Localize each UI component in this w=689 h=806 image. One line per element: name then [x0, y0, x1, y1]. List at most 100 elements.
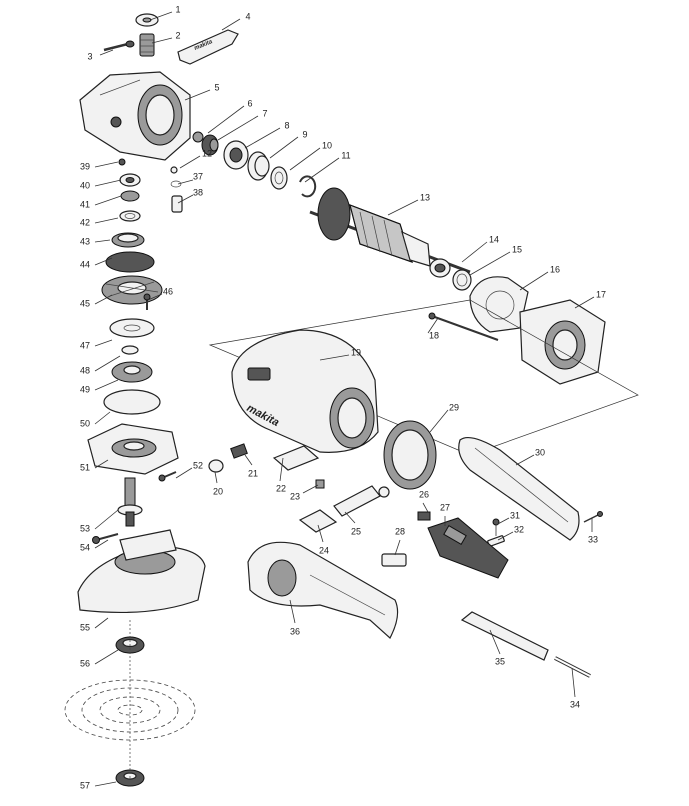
part-callout-19: 19: [351, 347, 361, 357]
part-callout-23: 23: [290, 491, 300, 501]
part-49-bearing: [111, 361, 153, 383]
leader-line: [495, 517, 510, 526]
part-callout-31: 31: [510, 510, 520, 520]
leader-line: [94, 355, 121, 372]
part-13-armature: [309, 187, 471, 274]
leader-line: [289, 599, 296, 624]
part-51-bearing-box: [87, 423, 179, 475]
leader-line: [319, 354, 350, 361]
leader-line: [515, 454, 535, 466]
leader-line: [149, 11, 173, 21]
leader-line: [177, 179, 194, 185]
part-callout-13: 13: [420, 192, 430, 202]
part-callout-32: 32: [514, 524, 524, 534]
leader-line: [221, 18, 241, 31]
part-44-gear: [105, 251, 155, 273]
part-34-cord: [554, 656, 591, 678]
leader-line: [214, 471, 218, 484]
part-callout-36: 36: [290, 626, 300, 636]
part-29-ring: [383, 420, 437, 490]
leader-line: [304, 157, 340, 183]
part-callout-6: 6: [247, 98, 252, 108]
part-callout-55: 55: [80, 622, 90, 632]
part-36-rear-handle: [247, 541, 399, 639]
leader-line: [574, 296, 595, 309]
leader-line: [497, 531, 514, 541]
leader-line: [394, 539, 401, 556]
part-callout-9: 9: [302, 129, 307, 139]
leader-line: [422, 502, 429, 513]
leader-line: [147, 293, 163, 301]
leader-line: [94, 339, 113, 347]
part-callout-49: 49: [80, 384, 90, 394]
part-callout-45: 45: [80, 298, 90, 308]
part-callout-26: 26: [419, 489, 429, 499]
part-callout-28: 28: [395, 526, 405, 536]
part-6-nut: [192, 131, 204, 143]
leader-line: [427, 317, 439, 334]
leader-line: [179, 155, 201, 169]
part-callout-44: 44: [80, 259, 90, 269]
part-callout-22: 22: [276, 483, 286, 493]
part-4-cover: makita: [177, 29, 239, 65]
leader-line: [269, 136, 299, 159]
part-callout-46: 46: [163, 286, 173, 296]
part-callout-38: 38: [193, 187, 203, 197]
part-callout-7: 7: [262, 108, 267, 118]
part-callout-54: 54: [80, 542, 90, 552]
part-20-carbon-cap: [208, 459, 224, 473]
part-15-ring: [452, 269, 472, 291]
leader-line: [207, 105, 245, 134]
part-callout-3: 3: [87, 51, 92, 61]
leader-line: [344, 511, 356, 524]
part-35-strain-relief: [460, 611, 549, 661]
part-2-spring: [139, 33, 155, 57]
leader-line: [94, 217, 119, 224]
leader-line: [317, 524, 324, 543]
leader-line: [387, 199, 419, 216]
leader-line: [151, 37, 173, 44]
part-callout-17: 17: [596, 289, 606, 299]
part-callout-25: 25: [351, 526, 361, 536]
part-16-baffle-plate: [469, 276, 529, 333]
leader-line: [244, 454, 253, 466]
part-callout-1: 1: [175, 4, 180, 14]
leader-line: [461, 241, 488, 263]
part-callout-53: 53: [80, 523, 90, 533]
part-callout-27: 27: [440, 502, 450, 512]
leader-line: [94, 239, 111, 243]
leader-line: [519, 271, 549, 291]
part-38-lock-pin: [171, 195, 183, 213]
part-callout-30: 30: [535, 447, 545, 457]
leader-line: [94, 509, 119, 530]
leader-line: [94, 161, 119, 168]
part-50-felt-seal: [103, 389, 161, 415]
part-callout-51: 51: [80, 462, 90, 472]
part-19-motor-housing: makita: [231, 329, 379, 453]
part-52-screw: [158, 471, 177, 482]
part-11-retaining-ring: [299, 175, 317, 198]
part-callout-33: 33: [588, 534, 598, 544]
part-48-ring: [121, 345, 139, 355]
part-callout-48: 48: [80, 365, 90, 375]
leader-line: [217, 115, 259, 141]
part-10-washer: [270, 166, 288, 190]
leader-line: [571, 667, 576, 698]
part-30-handle-half: [458, 437, 580, 541]
part-callout-47: 47: [80, 340, 90, 350]
part-33-screw: [583, 511, 603, 523]
part-callout-56: 56: [80, 658, 90, 668]
part-8-bearing: [223, 140, 249, 170]
leader-line: [489, 629, 501, 655]
part-callout-10: 10: [322, 140, 332, 150]
part-46-screw: [143, 293, 151, 310]
part-callout-37: 37: [193, 171, 203, 181]
part-47-bearing-retainer: [109, 318, 155, 338]
part-callout-35: 35: [495, 656, 505, 666]
part-callout-11: 11: [341, 150, 350, 160]
part-12-pin: [170, 166, 178, 174]
part-55-wheel-guard: [77, 529, 206, 614]
leader-line: [177, 194, 194, 204]
part-45-spiral-bevel-gear: [101, 275, 163, 305]
part-callout-18: 18: [429, 330, 439, 340]
